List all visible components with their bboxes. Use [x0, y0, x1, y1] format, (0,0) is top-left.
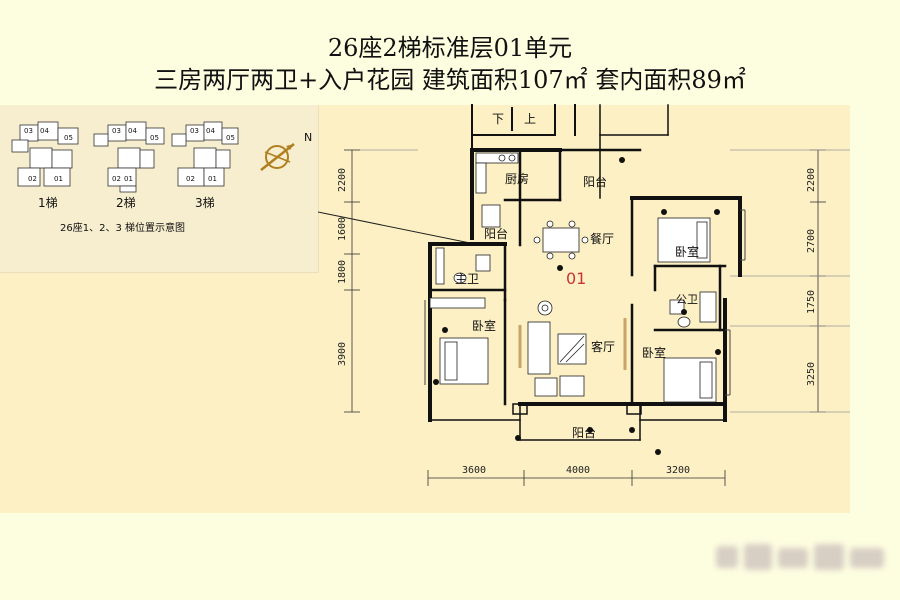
- key-unit-02-b: 02: [112, 175, 121, 183]
- dim-right-3: 1750: [806, 290, 817, 314]
- compass-icon: [260, 143, 295, 171]
- key-unit-03-b: 03: [112, 127, 121, 135]
- key-unit-03-a: 03: [24, 127, 33, 135]
- key-plan: [11, 121, 239, 193]
- key-plan-block-3: [171, 121, 239, 187]
- compass-north-label: N: [304, 131, 312, 144]
- room-balcony-utility: 阳台: [484, 226, 508, 241]
- dim-right-1: 2200: [806, 168, 817, 192]
- room-bedroom-ne: 卧室: [675, 244, 699, 259]
- room-living: 客厅: [591, 339, 615, 354]
- key-plan-leader-line: [317, 211, 471, 244]
- key-stair-3-label: 3梯: [195, 196, 215, 210]
- room-kitchen: 厨房: [505, 171, 529, 186]
- key-unit-05-c: 05: [226, 134, 235, 142]
- windows: [424, 209, 746, 396]
- room-master-bath: 主卫: [455, 272, 479, 286]
- furniture: [429, 152, 717, 403]
- room-bedroom-w: 卧室: [472, 318, 496, 333]
- key-unit-04-b: 04: [128, 127, 137, 135]
- key-plan-block-2: [93, 121, 165, 193]
- key-unit-05-b: 05: [150, 134, 159, 142]
- key-unit-02-c: 02: [186, 175, 195, 183]
- key-unit-03-c: 03: [190, 127, 199, 135]
- key-unit-01-b: 01: [124, 175, 133, 183]
- key-stair-2-label: 2梯: [116, 196, 136, 210]
- room-bedroom-se: 卧室: [642, 345, 666, 360]
- watermark-logo: [716, 544, 884, 570]
- key-unit-01-a: 01: [54, 175, 63, 183]
- title-unit: 26座2梯标准层01单元: [327, 34, 573, 62]
- stair-up-label: 上: [524, 112, 536, 126]
- key-unit-04-c: 04: [206, 127, 215, 135]
- room-dining: 餐厅: [590, 231, 614, 246]
- room-dots: [433, 157, 721, 455]
- key-unit-02-a: 02: [28, 175, 37, 183]
- key-unit-04-a: 04: [40, 127, 49, 135]
- unit-marker: 01: [566, 269, 586, 288]
- room-balcony-top: 阳台: [583, 174, 607, 189]
- key-plan-block-1: [11, 121, 79, 187]
- dim-right-2: 2700: [806, 229, 817, 253]
- stair-down-label: 下: [492, 112, 504, 126]
- walls: [428, 104, 742, 441]
- dim-bottom-1: 3600: [462, 465, 486, 476]
- title-summary: 三房两厅两卫+入户花园 建筑面积107㎡ 套内面积89㎡: [154, 66, 746, 94]
- key-plan-caption: 26座1、2、3 梯位置示意图: [60, 221, 185, 234]
- dim-left-1: 2200: [337, 168, 348, 192]
- dim-left-4: 3900: [337, 342, 348, 366]
- key-stair-1-label: 1梯: [38, 196, 58, 210]
- dim-left-2: 1600: [337, 217, 348, 241]
- dim-bottom-2: 4000: [566, 465, 590, 476]
- room-balcony-bottom: 阳台: [572, 425, 596, 440]
- dim-bottom-3: 3200: [666, 465, 690, 476]
- room-public-bath: 公卫: [676, 293, 698, 306]
- key-unit-01-c: 01: [208, 175, 217, 183]
- dim-right-4: 3250: [806, 362, 817, 386]
- dim-left-3: 1800: [337, 260, 348, 284]
- key-unit-05-a: 05: [64, 134, 73, 142]
- dimension-lines: [344, 149, 850, 486]
